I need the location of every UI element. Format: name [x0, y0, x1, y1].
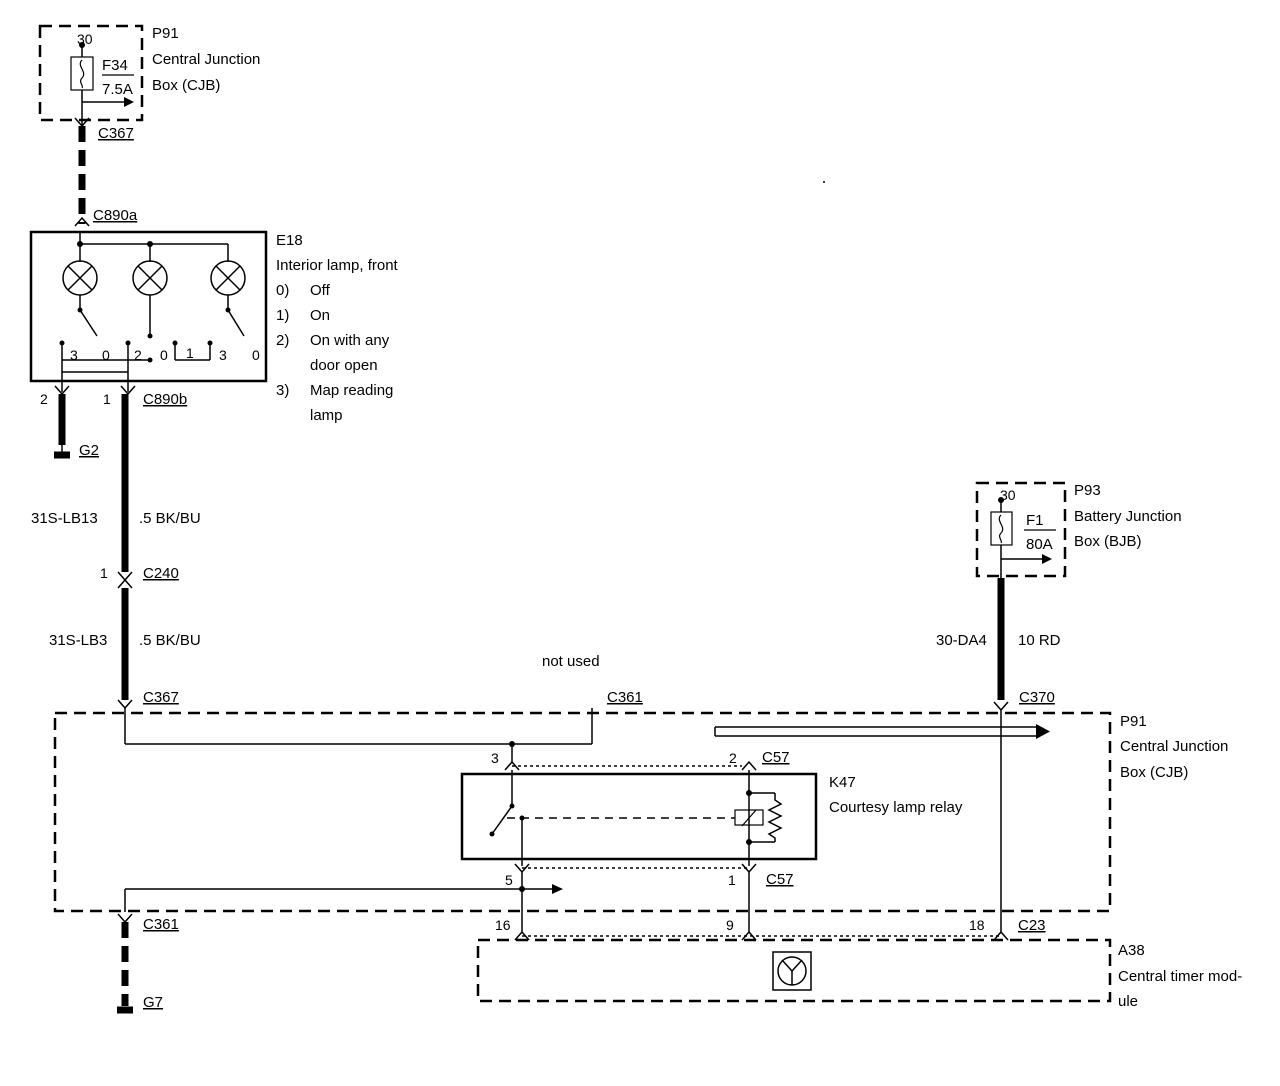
arrow-right-icon	[124, 97, 134, 107]
connector-c890b: C890b	[143, 391, 187, 408]
a38-name-1: Central timer mod-	[1118, 968, 1242, 985]
k47-pin1: 1	[728, 872, 736, 888]
p93-name-2: Box (BJB)	[1074, 533, 1142, 550]
connector-c361-bottom: C361	[143, 916, 179, 933]
lamp-1-icon	[62, 260, 98, 296]
k47-pin3-connector-icon	[504, 760, 520, 771]
connector-c370-icon	[993, 701, 1009, 712]
fuse-f34-rating: 7.5A	[102, 81, 133, 98]
connector-c57-top: C57	[762, 749, 790, 766]
fuse-f1-id: F1	[1026, 512, 1044, 529]
p91-top-pin: 30	[77, 31, 93, 47]
lamp-3-icon	[210, 260, 246, 296]
switch-label-5: 3	[219, 347, 227, 363]
a38-pin18-connector-icon	[993, 930, 1009, 941]
e18-pin-left: 2	[40, 391, 48, 407]
p93-battery-junction-box: 30 F1 80A P93 Battery Junction Box (BJB)	[975, 481, 1182, 585]
a38-pin16: 16	[495, 917, 511, 933]
switch-label-6: 0	[252, 347, 260, 363]
e18-id: E18	[276, 232, 303, 249]
connector-c361-top: C361	[607, 689, 643, 706]
e18-mode-num-2: 2)	[276, 332, 289, 349]
p91-main-name-1: Central Junction	[1120, 738, 1228, 755]
internal-bus-arrow-icon	[714, 724, 1050, 739]
e18-mode-text-0: Off	[310, 282, 331, 299]
not-used-label: not used	[542, 653, 600, 670]
k47-relay: K47 Courtesy lamp relay	[460, 770, 963, 866]
p91-main-id: P91	[1120, 713, 1147, 730]
wire-w2-circuit: 31S-LB3	[49, 632, 107, 649]
e18-mode-text-1: On	[310, 307, 330, 324]
ground-g7: G7	[143, 994, 163, 1011]
connector-c57-bottom: C57	[766, 871, 794, 888]
switch-label-4: 1	[186, 345, 194, 361]
p91-top-id: P91	[152, 25, 179, 42]
k47-pin5: 5	[505, 872, 513, 888]
p91-top-fuse-box: 30 F34 7.5A P91 Central Junction Box (CJ…	[38, 24, 260, 125]
e18-name: Interior lamp, front	[276, 257, 399, 274]
e18-mode-num-0: 0)	[276, 282, 289, 299]
fuse-f34-id: F34	[102, 57, 128, 74]
e18-mode-text-4: Map reading	[310, 382, 393, 399]
p93-pin: 30	[1000, 487, 1016, 503]
p93-name-1: Battery Junction	[1074, 508, 1182, 525]
ground-g2: G2	[79, 442, 99, 459]
switch-3-icon	[227, 309, 245, 337]
lamp-2-icon	[132, 260, 168, 296]
arrow-right-icon	[1042, 554, 1052, 564]
e18-mode-text-5: lamp	[310, 407, 343, 424]
relay-switch-icon	[491, 805, 513, 835]
a38-name-2: ule	[1118, 993, 1138, 1010]
connector-c367-mid-icon	[117, 699, 133, 710]
connector-c240-upper-icon	[117, 571, 133, 582]
switch-label-0: 3	[70, 347, 78, 363]
a38-id: A38	[1118, 942, 1145, 959]
connector-c23: C23	[1018, 917, 1046, 934]
wire-w2-spec: .5 BK/BU	[139, 632, 201, 649]
e18-pin-right: 1	[103, 391, 111, 407]
p91-main-name-2: Box (CJB)	[1120, 764, 1188, 781]
a38-pin9: 9	[726, 917, 734, 933]
k47-id: K47	[829, 774, 856, 791]
k47-pin2-connector-icon	[741, 760, 757, 771]
connector-c370: C370	[1019, 689, 1055, 706]
switch-1-icon	[79, 309, 98, 337]
p93-id: P93	[1074, 482, 1101, 499]
connector-c890a-icon	[74, 216, 90, 227]
p91-top-name-2: Box (CJB)	[152, 77, 220, 94]
connector-c890a: C890a	[93, 207, 138, 224]
a38-pin18: 18	[969, 917, 985, 933]
c240-pin: 1	[100, 565, 108, 581]
wire-w3-spec: 10 RD	[1018, 632, 1061, 649]
wire-w3-circuit: 30-DA4	[936, 632, 987, 649]
e18-interior-lamp: 3 0 2 0 1 3 0 E18 Interior lamp, front 0…	[29, 230, 399, 424]
e18-mode-text-3: door open	[310, 357, 378, 374]
switch-label-2: 2	[134, 347, 142, 363]
p91-top-name-1: Central Junction	[152, 51, 260, 68]
switch-label-3: 0	[160, 347, 168, 363]
wire-w1-spec: .5 BK/BU	[139, 510, 201, 527]
connector-c367-top: C367	[98, 125, 134, 142]
e18-mode-num-1: 1)	[276, 307, 289, 324]
relay-resistor-icon	[767, 793, 783, 842]
a38-pin9-connector-icon	[741, 930, 757, 941]
fuse-f1-icon	[990, 511, 1013, 546]
a38-pin16-connector-icon	[514, 930, 530, 941]
connector-c240: C240	[143, 565, 179, 582]
e18-mode-text-2: On with any	[310, 332, 390, 349]
fuse-f1-rating: 80A	[1026, 536, 1053, 553]
connector-c367-mid: C367	[143, 689, 179, 706]
k47-pin2: 2	[729, 750, 737, 766]
connector-c361-bottom-icon	[117, 913, 133, 924]
a38-central-timer-module: A38 Central timer mod- ule	[476, 938, 1242, 1010]
e18-mode-num-4: 3)	[276, 382, 289, 399]
wire-w1-circuit: 31S-LB13	[31, 510, 98, 527]
k47-pin3: 3	[491, 750, 499, 766]
k47-name: Courtesy lamp relay	[829, 799, 963, 816]
arrow-right-icon	[552, 884, 563, 894]
switch-label-1: 0	[102, 347, 110, 363]
connector-c240-lower-icon	[117, 578, 133, 589]
